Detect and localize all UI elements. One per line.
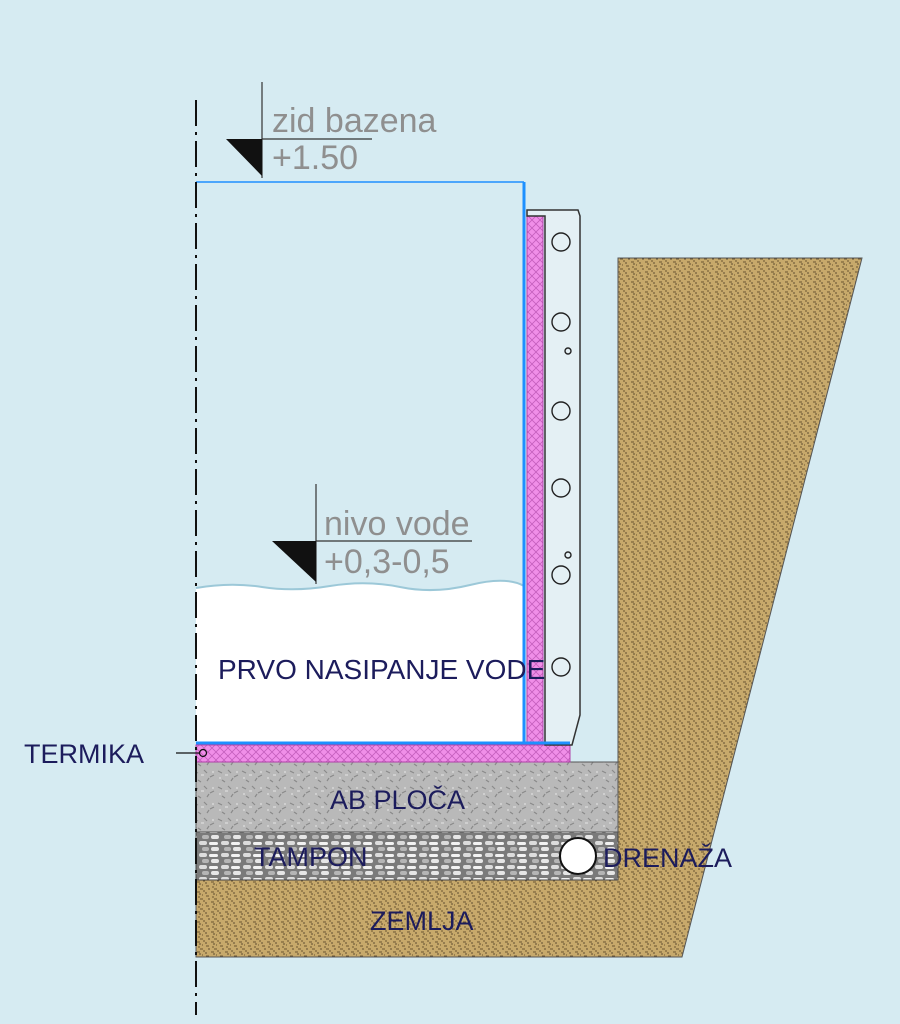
gravel-layer [195, 831, 619, 881]
floor-insulation [195, 744, 571, 763]
water-fill [196, 580, 524, 742]
earth-label: ZEMLJA [370, 906, 474, 936]
gravel-label: TAMPON [254, 842, 368, 872]
thermal-label: TERMIKA [24, 739, 145, 769]
pool-wall-level-name: zid bazena [272, 102, 437, 140]
water-level-value: +0,3-0,5 [324, 543, 450, 581]
pool-wall-level-value: +1.50 [272, 139, 359, 177]
water-surface [195, 579, 525, 592]
level-marker-icon [272, 484, 472, 584]
level-marker-icon [226, 82, 372, 178]
slab-layer [195, 761, 619, 833]
termika-leader-dot [198, 748, 208, 758]
drain-pipe-icon [559, 837, 597, 875]
panel-holes [551, 232, 572, 677]
water-level-name: nivo vode [324, 505, 470, 543]
slab-label: AB PLOČA [330, 785, 466, 815]
drainage-label: DRENAŽA [603, 843, 733, 873]
water-fill-label: PRVO NASIPANJE VODE [218, 654, 546, 685]
steel-wall-panel [526, 209, 581, 746]
